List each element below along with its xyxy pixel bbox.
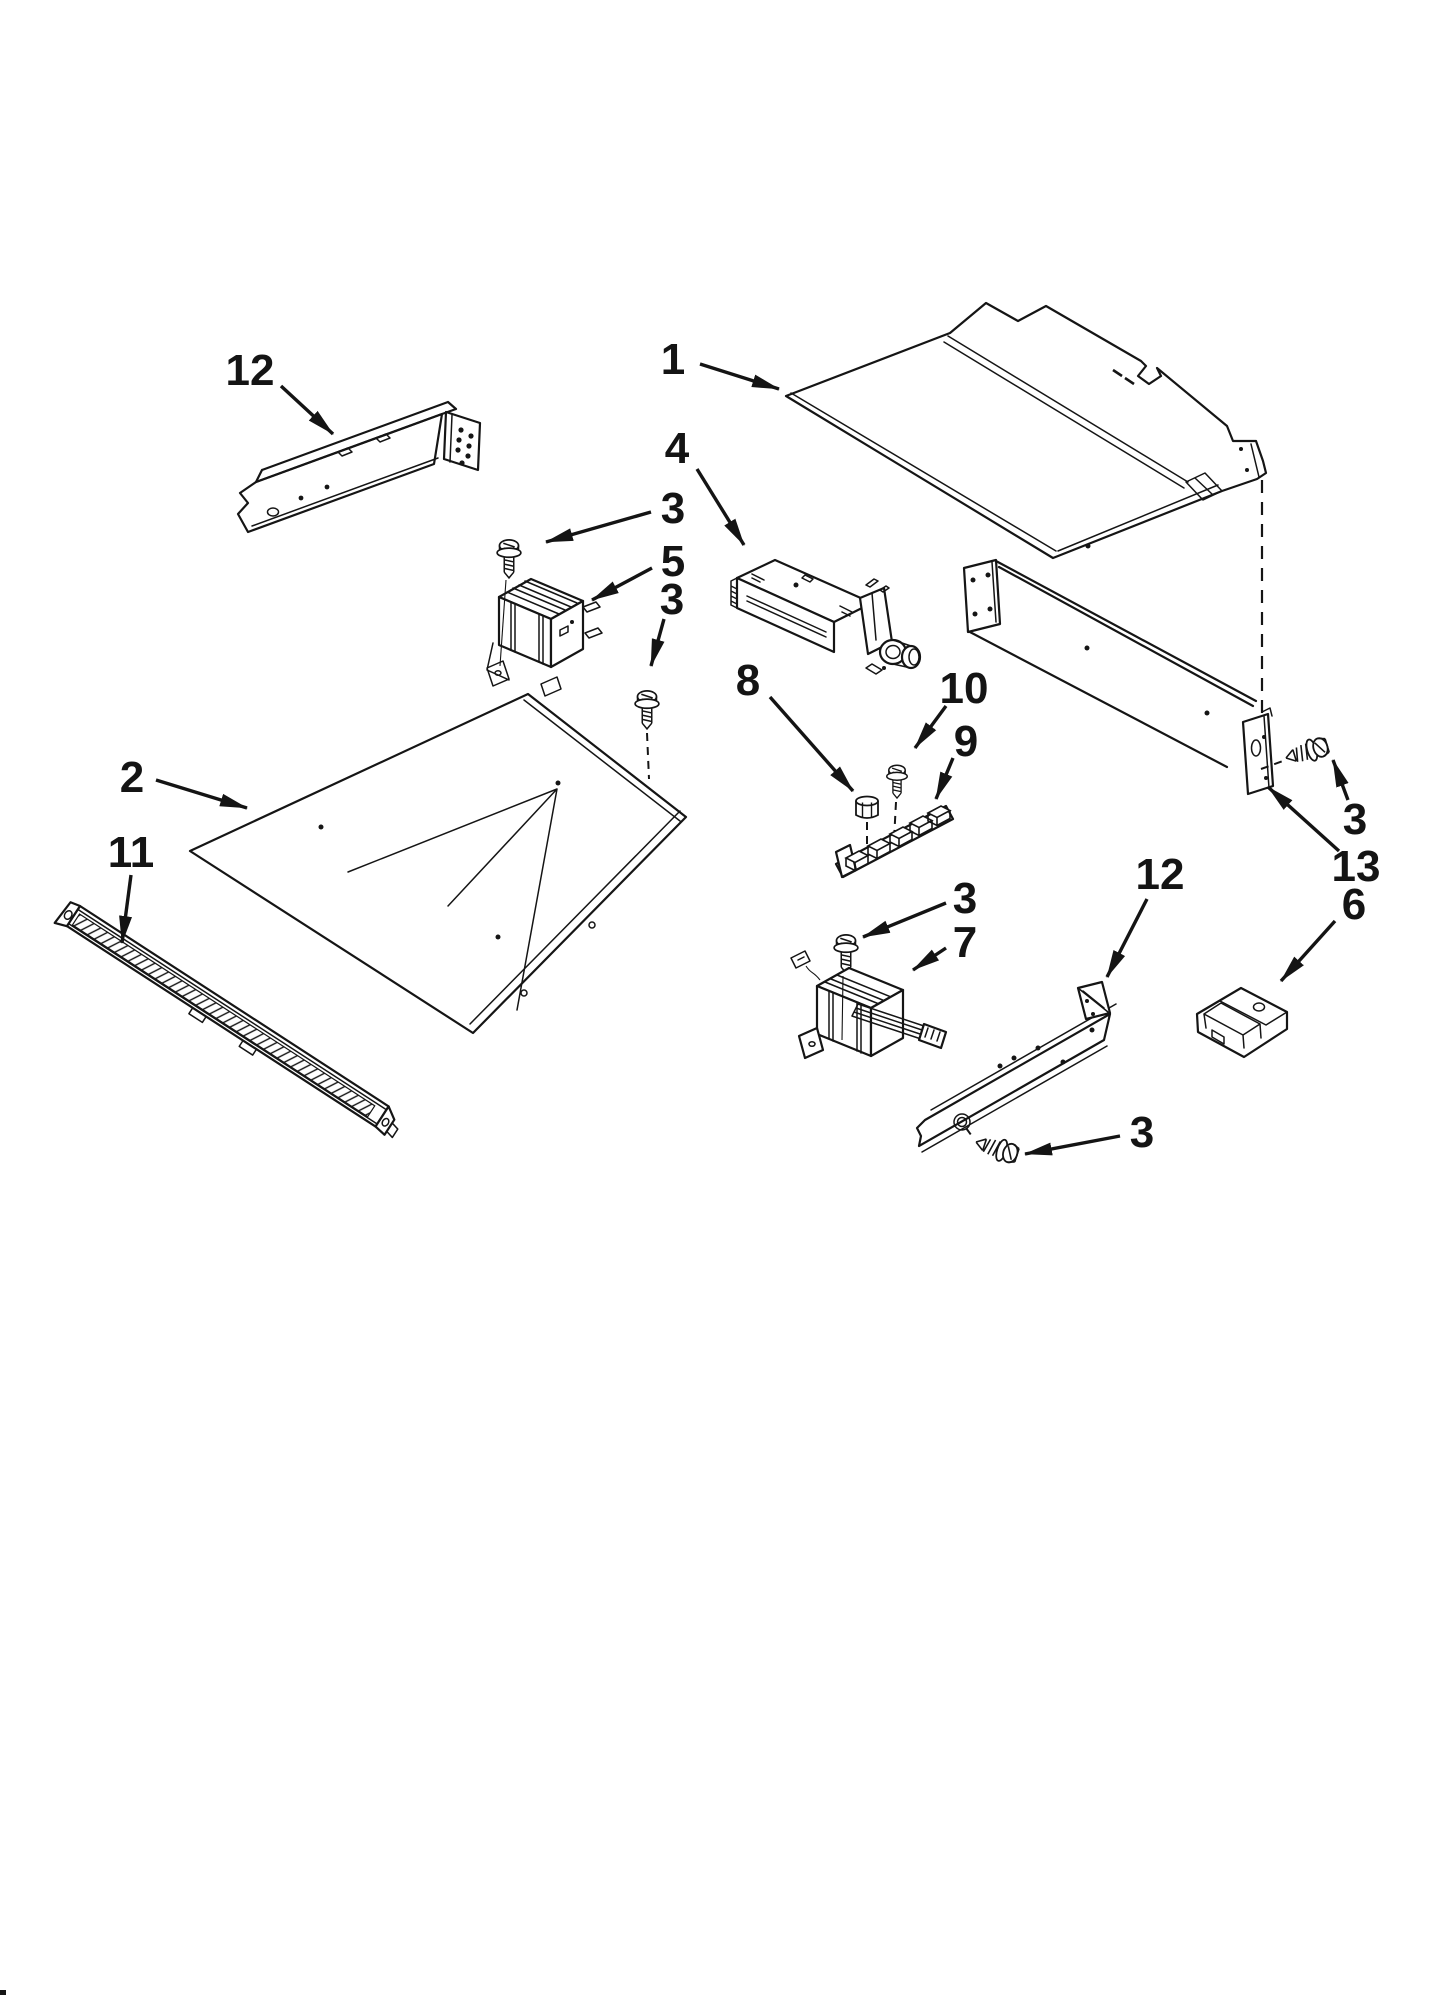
page-corner-artifact: [0, 1990, 6, 1995]
callout-number: 1: [661, 335, 685, 384]
part-transformer-7: [790, 950, 948, 1060]
callout-number: 4: [665, 424, 690, 473]
part-terminal-block-9: [834, 804, 955, 879]
callout-13: 13: [1266, 785, 1381, 891]
callout-arrow: [699, 362, 780, 391]
callout-number: 11: [108, 828, 155, 877]
callout-arrow: [545, 510, 652, 544]
part-receptacle-box: [1195, 986, 1289, 1059]
callout-arrow: [862, 901, 947, 939]
callout-arrow: [279, 384, 335, 436]
part-bracket-lower-right: [915, 980, 1117, 1153]
callout-9: 9: [934, 717, 978, 800]
callout-12: 12: [226, 346, 335, 436]
screw-axis-line: [841, 975, 844, 1041]
callout-number: 8: [736, 656, 760, 705]
callout-number: 10: [940, 664, 989, 713]
callout-arrow: [913, 704, 948, 750]
callout-number: 3: [660, 575, 684, 624]
callout-number: 9: [954, 717, 978, 766]
callout-arrow: [1024, 1134, 1121, 1156]
callout-3: 3: [649, 575, 684, 667]
part-control-assembly: [730, 558, 922, 675]
callout-number: 6: [1342, 880, 1366, 929]
callout-2: 2: [120, 753, 248, 810]
callout-number: 3: [953, 874, 977, 923]
callout-number: 13: [1332, 842, 1381, 891]
callout-number: 5: [661, 537, 685, 586]
callout-3: 3: [545, 484, 685, 544]
callout-number: 3: [1130, 1108, 1154, 1157]
fastener-screw-side: [1281, 734, 1332, 770]
callout-8: 8: [736, 656, 855, 793]
fastener-screw-bottom: [971, 1130, 1022, 1167]
screw-axis-dashes: [646, 732, 650, 780]
callout-10: 10: [913, 664, 989, 750]
fastener-screw-panel2: [634, 690, 660, 730]
callout-arrow: [1105, 898, 1149, 978]
callout-number: 7: [953, 918, 977, 967]
callout-4: 4: [665, 424, 746, 546]
part-transformer-5: [486, 577, 603, 697]
callout-arrow: [1331, 759, 1350, 801]
callout-number: 12: [226, 346, 275, 395]
callout-arrow: [119, 874, 133, 944]
callout-arrow: [934, 757, 955, 800]
callout-arrow: [1279, 919, 1337, 983]
callout-number: 3: [661, 484, 685, 533]
callout-5: 5: [591, 537, 685, 602]
callout-number: 2: [120, 753, 144, 802]
callout-number: 12: [1136, 850, 1185, 899]
screw-axis-dashes: [1260, 760, 1284, 770]
callout-1: 1: [661, 335, 780, 391]
callout-arrow: [155, 778, 248, 810]
callout-6: 6: [1279, 880, 1366, 983]
callout-11: 11: [108, 828, 155, 944]
screw-axis-line: [499, 579, 507, 667]
callout-3: 3: [862, 874, 977, 939]
part-top-panel: [784, 301, 1268, 560]
part-bracket-upper-left: [236, 400, 482, 534]
callout-3: 3: [1331, 759, 1367, 844]
fastener-screw-transformer5: [496, 539, 522, 579]
fastener-hex-nut-8: [855, 795, 879, 819]
callout-number: 3: [1343, 795, 1367, 844]
callout-arrow: [912, 946, 947, 972]
part-long-side-bracket: [962, 558, 1275, 796]
fastener-screw-10: [886, 764, 908, 799]
callout-arrow: [695, 468, 746, 546]
callout-arrow: [1266, 785, 1341, 853]
callout-arrow: [591, 566, 653, 602]
callout-12: 12: [1105, 850, 1185, 978]
callout-3: 3: [1024, 1108, 1154, 1157]
screw-axis-dashes: [965, 1127, 975, 1140]
callout-arrow: [649, 618, 666, 667]
callout-7: 7: [912, 918, 977, 972]
part-lower-panel: [188, 692, 688, 1035]
callout-arrow: [768, 695, 855, 793]
fastener-screw-transformer7: [833, 934, 859, 974]
